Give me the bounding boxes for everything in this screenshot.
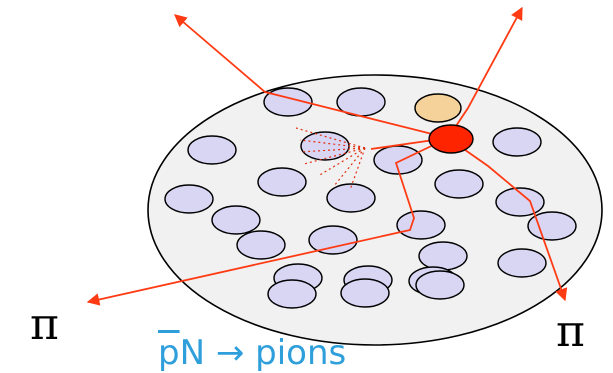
nucleon [308, 225, 358, 255]
nucleon [267, 279, 317, 309]
nucleon [434, 169, 484, 199]
nucleon [415, 270, 465, 300]
nucleon-highlight [414, 93, 462, 123]
nucleon [164, 184, 214, 214]
reaction-caption: pN → pions [158, 336, 346, 370]
nucleon [497, 248, 547, 278]
nucleon [187, 135, 237, 165]
caption-products: → pions [205, 333, 347, 373]
nucleus [147, 74, 603, 346]
nucleon [340, 278, 390, 308]
pion-label-left: π [30, 299, 59, 350]
nucleon [236, 230, 286, 260]
nucleon [492, 127, 542, 157]
nucleon [527, 211, 577, 241]
dotted-fan-icon [295, 127, 366, 191]
pion-label-right: π [556, 306, 585, 357]
nucleon [396, 210, 446, 240]
track-lower-left [86, 137, 449, 306]
track-lower-right [447, 137, 568, 302]
annihilation-point [428, 124, 474, 154]
track-upper-left [174, 14, 449, 139]
nucleon [257, 167, 307, 197]
nucleon [211, 205, 261, 235]
nucleon [418, 241, 468, 271]
nucleon [326, 183, 376, 213]
annihilation-diagram [86, 6, 603, 346]
caption-nucleon: N [179, 333, 206, 373]
caption-antiproton: p [158, 333, 180, 373]
nucleons [164, 87, 577, 309]
